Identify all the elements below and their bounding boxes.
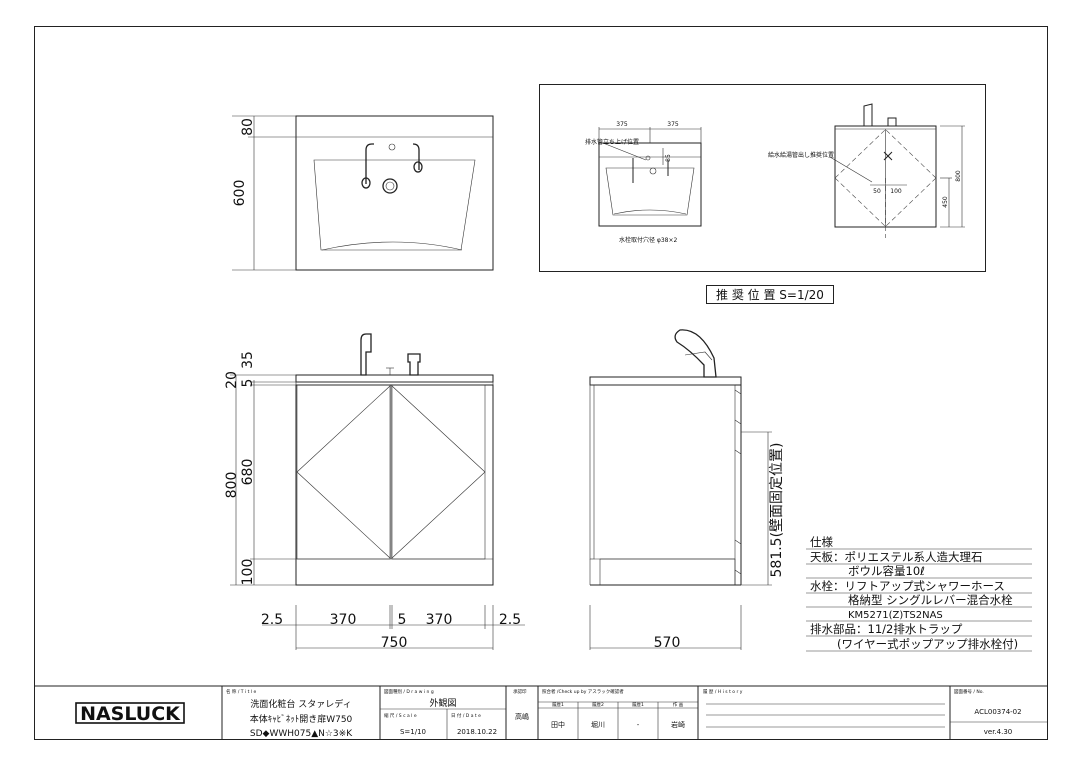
history-header: 履 歴 / H i s t o r y xyxy=(703,689,743,695)
title-line-1: 洗面化粧台 スタァレディ xyxy=(250,698,351,710)
front-dim-5: 5 xyxy=(240,379,256,388)
scale-value: S=1/10 xyxy=(400,728,426,736)
title-block: NASLUCK 名 称 / T i t l e 洗面化粧台 スタァレディ 本体ｷ… xyxy=(34,685,1047,740)
drawing-type: 外観図 xyxy=(429,697,456,709)
front-dim-35: 35 xyxy=(240,351,256,369)
spec-line-5: KM5271(Z)TS2NAS xyxy=(848,610,943,621)
spec-line-7: (ワイヤー式ポップアップ排水栓付) xyxy=(837,637,1018,651)
rec-supply-label: 給水給湯管出し推奨位置 xyxy=(768,151,834,159)
drawing-header: 図面種別 / D r a w i n g xyxy=(384,688,434,695)
side-view: 570 581.5(壁面固定位置) xyxy=(589,329,785,651)
front-dim-750: 750 xyxy=(381,635,408,651)
side-wall-fixing: 581.5(壁面固定位置) xyxy=(769,442,785,577)
check-header: 照合者 /Check up by アスラック確認者 xyxy=(542,688,624,695)
check-sub-4: 作 画 xyxy=(673,701,684,708)
nasluck-logo: NASLUCK xyxy=(75,702,185,725)
title-line-2: 本体ｷｬﾋﾞﾈｯﾄ開き扉W750 xyxy=(250,713,353,725)
spec-title: 仕様 xyxy=(810,535,833,549)
spec-line-3: 水栓：リフトアップ式シャワーホース xyxy=(810,579,1005,593)
spec-line-4: 格納型 シングルレバー混合水栓 xyxy=(848,593,1013,607)
recommended-label-box xyxy=(706,285,834,304)
front-view: 35 20 5 680 100 800 2.5 370 5 370 2.5 75… xyxy=(224,333,525,651)
author-header: 承認印 xyxy=(513,688,527,695)
rec-dim-100: 100 xyxy=(890,188,902,195)
recommended-label: 推 奨 位 置 S=1/20 xyxy=(716,287,824,302)
rec-drain-label: 排水管立ち上げ位置 xyxy=(585,138,639,146)
rec-dim-50: 50 xyxy=(873,188,881,195)
front-dim-5-mid: 5 xyxy=(398,612,407,628)
checker-3: - xyxy=(637,721,640,729)
rec-dim-c: 85 xyxy=(665,154,672,162)
recommended-panel: 375 375 排水管立ち上げ位置 85 水栓取付穴径 φ38×2 50 100… xyxy=(539,84,986,272)
check-sub-1: 履歴1 xyxy=(552,702,564,708)
rec-faucet-hole: 水栓取付穴径 φ38×2 xyxy=(619,236,678,244)
spec-line-2: ボウル容量10ℓ xyxy=(848,564,925,578)
spec-line-6: 排水部品：11/2排水トラップ xyxy=(810,622,963,636)
spec-block: 仕様 天板：ポリエステル系人造大理石 ボウル容量10ℓ 水栓：リフトアップ式シャ… xyxy=(806,535,1032,652)
top-view: 600 80 xyxy=(232,115,494,271)
scale-header: 縮 尺 / S c a l e xyxy=(384,712,417,719)
title-line-3: SD◆WWH075▲N☆3※K xyxy=(250,729,353,739)
checker-4: 岩崎 xyxy=(671,720,685,729)
top-view-band: 80 xyxy=(240,118,256,136)
spec-line-1: 天板：ポリエステル系人造大理石 xyxy=(810,550,983,564)
front-dim-370-right: 370 xyxy=(426,612,453,628)
check-sub-2: 履歴2 xyxy=(592,702,604,708)
sheet-border xyxy=(34,26,1048,740)
front-dim-20: 20 xyxy=(224,371,240,389)
check-sub-3: 履歴1 xyxy=(632,702,644,708)
author-value: 高嶋 xyxy=(515,712,529,721)
side-dim-570: 570 xyxy=(654,635,681,651)
front-dim-680: 680 xyxy=(240,459,256,486)
front-dim-2-5-left: 2.5 xyxy=(261,612,283,628)
rec-dim-a: 375 xyxy=(616,121,628,128)
front-dim-2-5-right: 2.5 xyxy=(499,612,521,628)
rec-dim-450: 450 xyxy=(942,196,949,208)
checker-2: 堀川 xyxy=(591,720,605,729)
title-header: 名 称 / T i t l e xyxy=(226,688,257,695)
svg-text:NASLUCK: NASLUCK xyxy=(80,703,181,725)
rec-dim-b: 375 xyxy=(667,121,679,128)
date-header: 日 付 / D a t e xyxy=(451,712,481,719)
version: ver.4.30 xyxy=(984,728,1013,736)
top-view-height: 600 xyxy=(232,180,248,207)
front-dim-100: 100 xyxy=(240,559,256,586)
date-value: 2018.10.22 xyxy=(457,728,497,736)
rec-dim-800: 800 xyxy=(955,170,962,182)
drawing-number: ACL00374-02 xyxy=(974,708,1021,716)
checker-1: 田中 xyxy=(551,720,565,729)
number-header: 図面番号 / No. xyxy=(954,688,984,695)
front-dim-800: 800 xyxy=(224,472,240,499)
front-dim-370-left: 370 xyxy=(330,612,357,628)
